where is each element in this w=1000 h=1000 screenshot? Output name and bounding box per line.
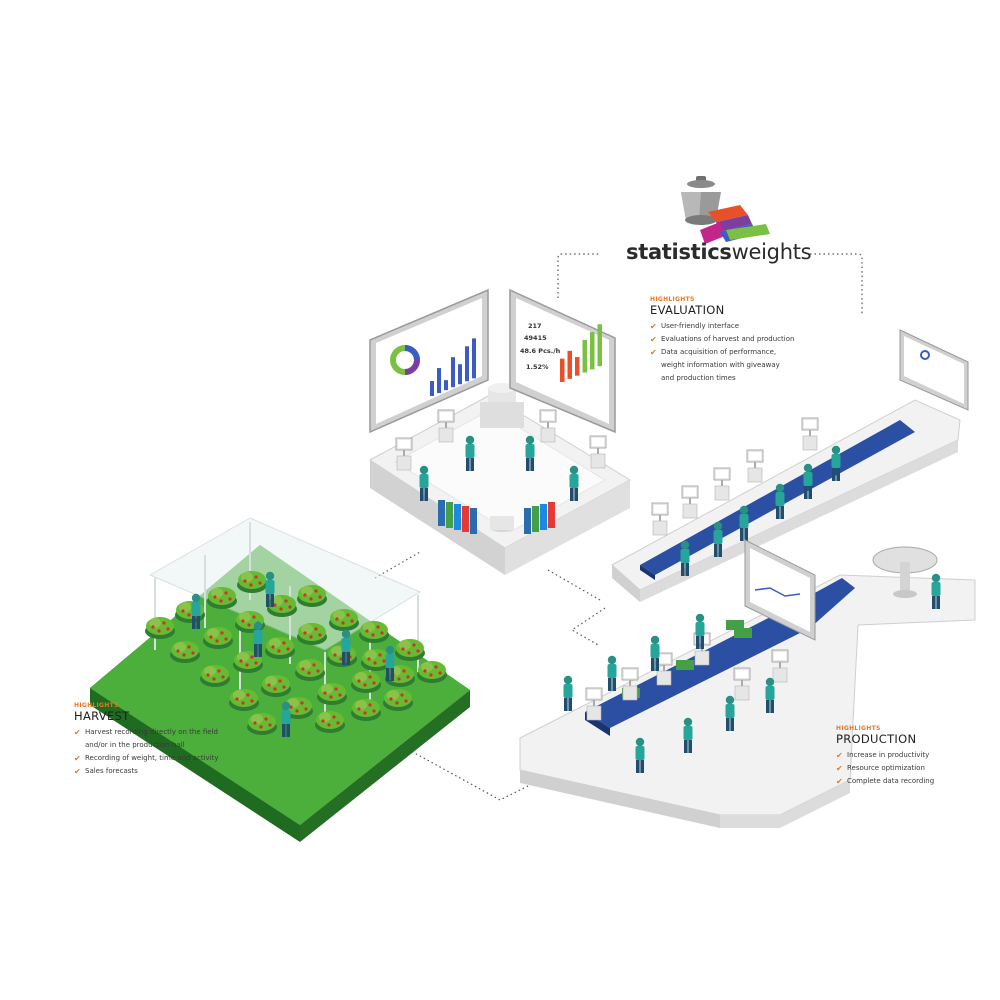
stat-2: 49415 xyxy=(524,334,547,342)
checkmark-icon: ✔ xyxy=(650,348,657,357)
list-item: ✔ Recording of weight, time and activity xyxy=(74,752,219,765)
chart-bar xyxy=(590,332,595,370)
checkmark-icon: ✔ xyxy=(650,335,657,344)
stat-3: 48.6 Pcs./h xyxy=(520,347,561,355)
list-item: ✔ Complete data recording xyxy=(836,775,934,788)
production-list: ✔ Increase in productivity ✔ Resource optim… xyxy=(836,749,934,788)
production-callout: HIGHLIGHTS PRODUCTION ✔ Increase in produ… xyxy=(836,725,934,788)
brand-wordmark: statisticsweights xyxy=(626,240,812,264)
checkmark-icon: ✔ xyxy=(650,322,657,331)
list-item-text: weight information with giveaway xyxy=(661,361,780,369)
left-bar-chart xyxy=(430,338,476,396)
brand-word-bold: statistics xyxy=(626,240,732,264)
chart-bar xyxy=(560,358,565,382)
harvest-highlight: HIGHLIGHTS xyxy=(74,702,119,709)
list-item: weight information with giveaway xyxy=(650,359,794,372)
harvest-list: ✔ Harvest recording directly on the field… xyxy=(74,726,219,778)
chart-bar xyxy=(451,357,455,388)
checkmark-icon: ✔ xyxy=(836,751,843,760)
checkmark-icon: ✔ xyxy=(836,777,843,786)
stat-4: 1.52% xyxy=(526,363,549,371)
production-title: PRODUCTION xyxy=(836,732,917,746)
chart-bar xyxy=(437,368,441,394)
chart-bar xyxy=(575,357,580,376)
list-item: ✔ Evaluations of harvest and production xyxy=(650,333,794,346)
stat-1: 217 xyxy=(528,322,542,330)
production-highlight: HIGHLIGHTS xyxy=(836,725,881,732)
evaluation-list: ✔ User-friendly interface ✔ Evaluations of … xyxy=(650,320,794,385)
list-item-text: User-friendly interface xyxy=(661,322,740,330)
harvest-callout: HIGHLIGHTS HARVEST ✔ Harvest recording di… xyxy=(74,702,219,778)
chart-bar xyxy=(567,350,572,379)
harvest-field xyxy=(90,517,470,842)
checkmark-icon: ✔ xyxy=(74,754,81,763)
checkmark-icon: ✔ xyxy=(74,728,81,737)
chart-bar xyxy=(465,346,469,382)
list-item: ✔ Sales forecasts xyxy=(74,765,219,778)
checkmark-icon: ✔ xyxy=(836,764,843,773)
list-item-text: Resource optimization xyxy=(847,764,925,772)
binders xyxy=(438,500,555,534)
evaluation-title: EVALUATION xyxy=(650,303,725,317)
list-item: and production times xyxy=(650,372,794,385)
list-item-text: Complete data recording xyxy=(847,777,935,785)
list-item: ✔ Resource optimization xyxy=(836,762,934,775)
list-item: ✔ Harvest recording directly on the field xyxy=(74,726,219,739)
dashboard-screen-right: 217 49415 48.6 Pcs./h 1.52% xyxy=(509,288,616,434)
donut-chart xyxy=(390,345,420,375)
evaluation-room: 217 49415 48.6 Pcs./h 1.52% xyxy=(369,288,632,575)
stats-list: 217 49415 48.6 Pcs./h 1.52% xyxy=(520,322,561,371)
evaluation-highlight: HIGHLIGHTS xyxy=(650,296,695,303)
chart-bar xyxy=(458,364,462,385)
rotary-table xyxy=(872,546,938,598)
weight-statue xyxy=(480,383,524,532)
right-bar-chart xyxy=(560,324,602,382)
evaluation-callout: HIGHLIGHTS EVALUATION ✔ User-friendly int… xyxy=(650,296,794,385)
statisticsweights-logo xyxy=(681,176,770,244)
list-item-text: and/or in the production hall xyxy=(85,741,185,749)
list-item-text: Recording of weight, time and activity xyxy=(85,754,219,762)
list-item-text: Sales forecasts xyxy=(85,767,138,775)
dashboard-screen-left xyxy=(369,288,489,434)
checkmark-icon: ✔ xyxy=(74,767,81,776)
chart-bar xyxy=(472,338,476,379)
chart-bar xyxy=(582,339,587,373)
upper-production-line xyxy=(611,329,969,602)
hall-screen xyxy=(744,539,816,641)
production-hall xyxy=(519,539,976,828)
brand-word-light: weights xyxy=(731,240,812,264)
list-item-text: Harvest recording directly on the field xyxy=(85,728,218,736)
chart-bar xyxy=(430,381,434,396)
list-item-text: Increase in productivity xyxy=(847,751,930,759)
chart-bar xyxy=(444,380,448,391)
list-item: ✔ Increase in productivity xyxy=(836,749,934,762)
list-item: ✔ Data acquisition of performance, xyxy=(650,346,794,359)
harvest-title: HARVEST xyxy=(74,709,130,723)
list-item: and/or in the production hall xyxy=(74,739,219,752)
upper-screen xyxy=(899,329,969,411)
list-item-text: and production times xyxy=(661,374,736,382)
list-item-text: Evaluations of harvest and production xyxy=(661,335,795,343)
list-item: ✔ User-friendly interface xyxy=(650,320,794,333)
chart-bar xyxy=(597,324,602,367)
list-item-text: Data acquisition of performance, xyxy=(661,348,777,356)
